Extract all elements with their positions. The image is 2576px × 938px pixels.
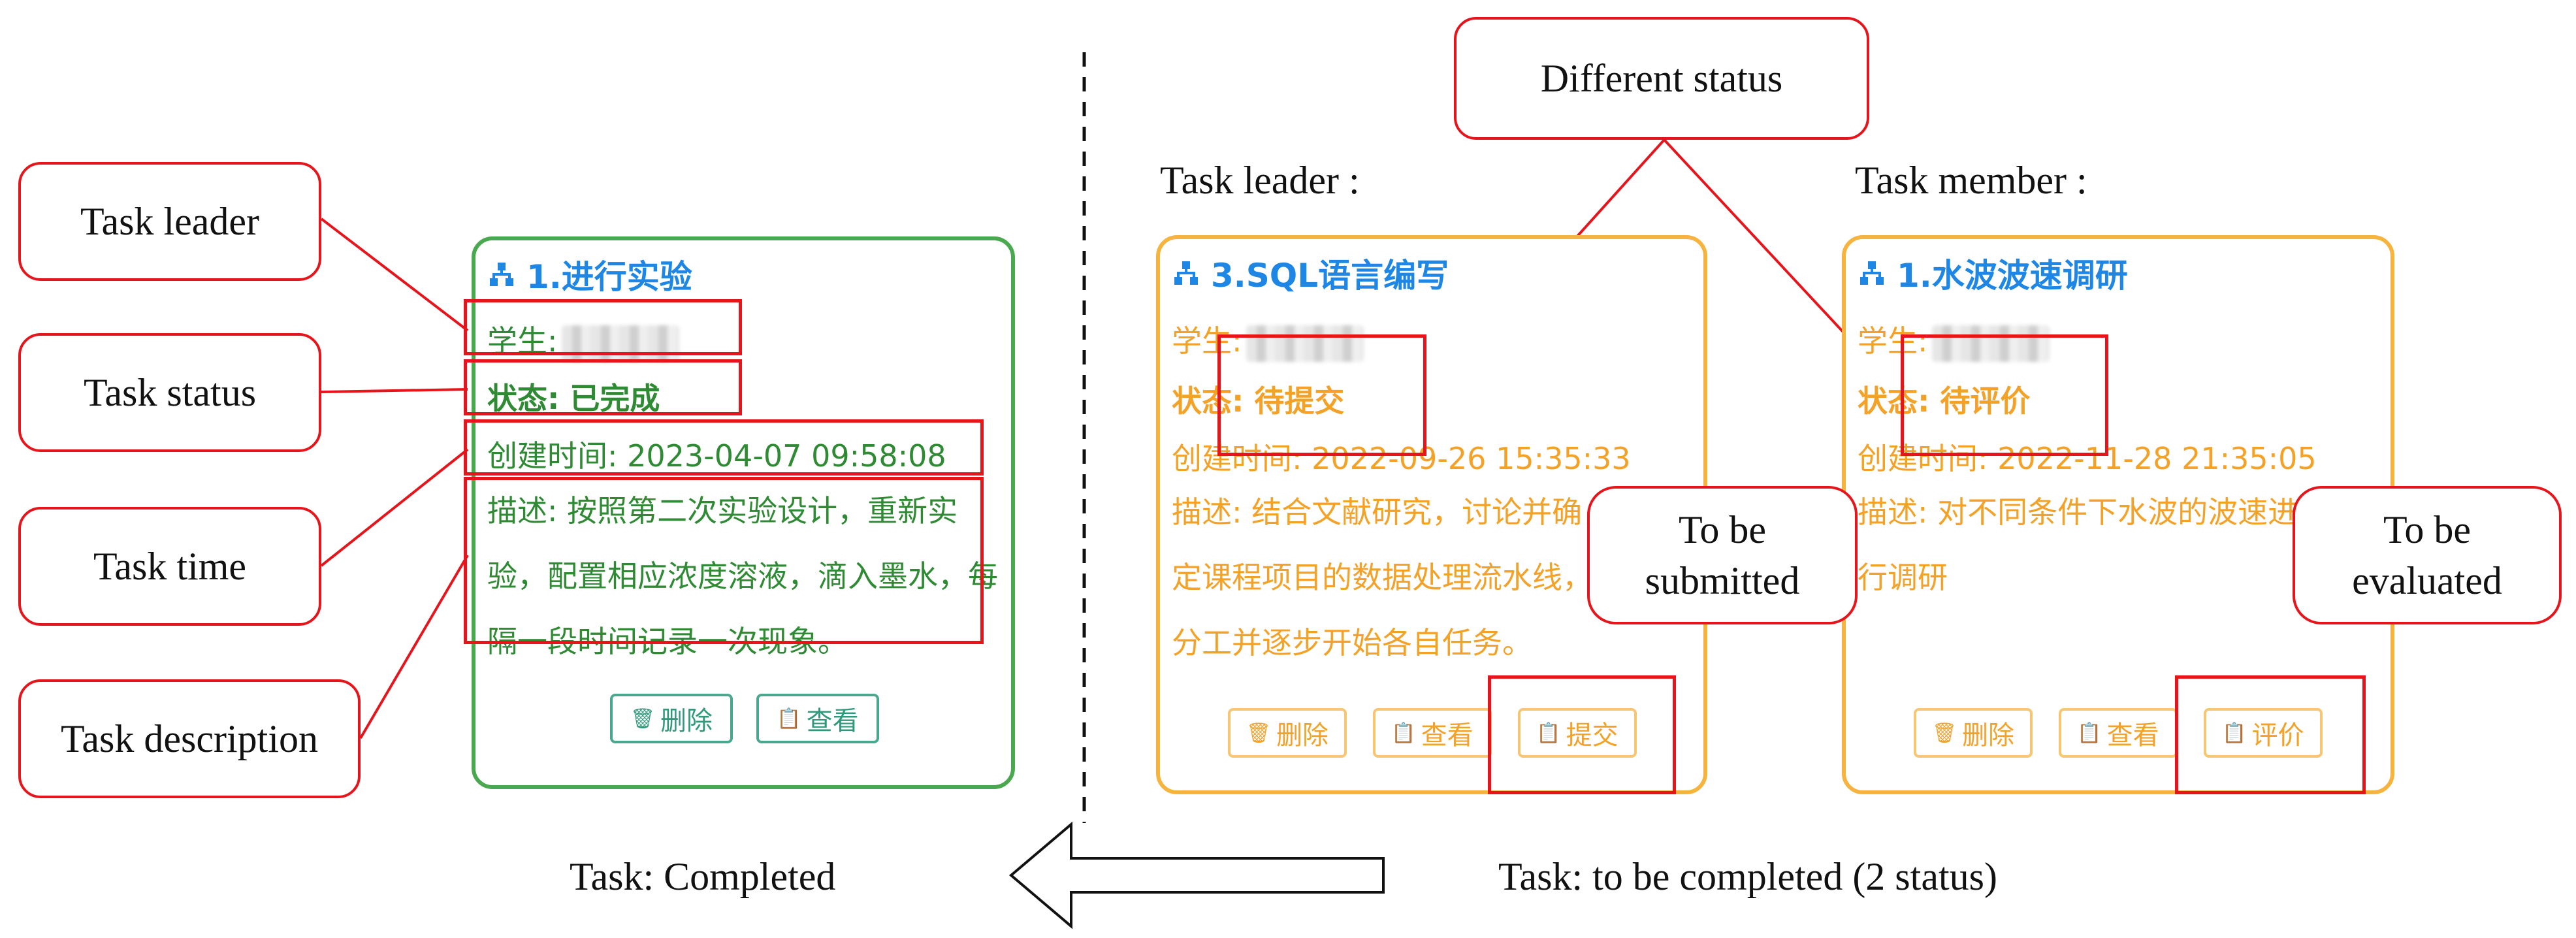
callout-task-leader: Task leader: [18, 162, 321, 281]
clipboard-icon: 📋: [1391, 721, 1416, 745]
leader-heading: Task leader :: [1160, 159, 1360, 202]
description-text: 描述: 对不同条件下水波的波速进 行调研: [1858, 494, 2298, 595]
connector-leader: [320, 218, 469, 332]
callout-different-status: Different status: [1454, 17, 1869, 140]
connector-status: [321, 388, 468, 393]
view-button[interactable]: 📋查看: [2059, 708, 2178, 758]
created-time-line: 创建时间: 2022-09-26 15:35:33: [1172, 441, 1631, 476]
highlight-time: [464, 419, 984, 476]
card-title[interactable]: 3.SQL语言编写: [1172, 250, 1449, 297]
clipboard-icon: 📋: [777, 707, 801, 730]
clipboard-icon: 📋: [1536, 721, 1561, 745]
description-text: 描述: 按照第二次实验设计，重新实验，配置相应浓度溶液，滴入墨水，每隔一段时间记…: [487, 493, 998, 659]
caption-to-be-completed: Task: to be completed (2 status): [1498, 855, 1997, 898]
callout-task-status: Task status: [18, 333, 321, 452]
callout-task-time: Task time: [18, 507, 321, 626]
student-line: 学生:: [1858, 317, 2050, 362]
highlight-evaluate: [2175, 675, 2366, 794]
tree-icon: [1860, 261, 1884, 285]
highlight-description: [464, 477, 984, 644]
member-heading: Task member :: [1855, 159, 2087, 202]
submit-button[interactable]: 📋提交: [1518, 708, 1637, 758]
delete-button[interactable]: 🗑删除: [1228, 708, 1347, 758]
view-button[interactable]: 📋查看: [1373, 708, 1492, 758]
delete-button[interactable]: 🗑删除: [610, 694, 733, 743]
card-title[interactable]: 1.进行实验: [487, 251, 692, 298]
view-button[interactable]: 📋查看: [756, 694, 879, 743]
trash-icon: 🗑: [1931, 721, 1957, 745]
caption-completed: Task: Completed: [570, 855, 836, 898]
trash-icon: 🗑: [1246, 721, 1272, 745]
blurred-name: [1246, 325, 1364, 362]
blurred-name: [1931, 325, 2050, 362]
connector-time: [320, 448, 469, 567]
evaluate-button[interactable]: 📋评价: [2204, 708, 2323, 758]
student-line: 学生:: [1172, 317, 1364, 362]
created-time-line: 创建时间: 2022-11-28 21:35:05: [1858, 441, 2317, 476]
card-title[interactable]: 1.水波波速调研: [1858, 250, 2128, 297]
status-line: 状态: 待提交: [1172, 383, 1345, 419]
callout-task-description: Task description: [18, 679, 361, 798]
completed-task-card: 1.进行实验 学生: 状态: 已完成 创建时间: 2023-04-07 09:5…: [472, 236, 1015, 789]
highlight-member-status: [1901, 334, 2108, 456]
tree-icon: [490, 263, 513, 286]
highlight-submit: [1488, 675, 1676, 794]
created-time-line: 创建时间: 2023-04-07 09:58:08: [487, 438, 946, 474]
highlight-leader-status: [1217, 334, 1426, 456]
highlight-status: [464, 359, 742, 415]
blurred-name: [561, 325, 679, 362]
status-line: 状态: 已完成: [487, 381, 660, 416]
clipboard-icon: 📋: [2077, 721, 2102, 745]
highlight-leader: [464, 299, 742, 355]
connector-description: [359, 554, 469, 739]
trash-icon: 🗑: [630, 707, 656, 730]
tree-icon: [1174, 261, 1198, 285]
left-arrow: [1008, 821, 1385, 930]
description-text: 描述: 结合文献研究，讨论并确 定课程项目的数据处理流水线， 分工并逐步开始各自…: [1172, 494, 1592, 660]
status-line: 状态: 待评价: [1858, 383, 2031, 419]
clipboard-icon: 📋: [2222, 721, 2247, 745]
delete-button[interactable]: 🗑删除: [1914, 708, 2033, 758]
